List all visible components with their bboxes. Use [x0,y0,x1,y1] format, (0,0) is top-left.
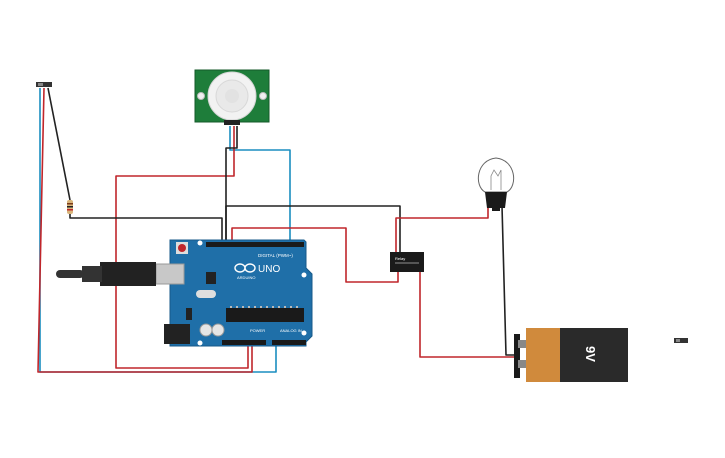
resistor[interactable] [67,200,73,214]
power-jack [164,324,190,344]
pir-pot-left[interactable] [197,92,205,100]
wire-relay-bulb[interactable] [395,206,489,252]
arduino-uno-board[interactable]: DIGITAL (PWM~) UNO ARDUINO POWER ANALOG … [155,239,313,347]
battery-9v[interactable]: 9V [514,328,628,382]
wire-relay-battery[interactable] [419,270,518,358]
arduino-brand: ARDUINO [237,275,255,280]
power-label: POWER [250,328,265,333]
analog-header [272,340,306,345]
arduino-model: UNO [258,264,280,275]
digital-label: DIGITAL (PWM~) [258,253,293,258]
wire-pir-signal[interactable] [229,126,291,242]
usb-cable[interactable] [56,262,156,286]
wire-arduino-relay-signal[interactable] [231,227,399,283]
wire-pir-gnd[interactable] [225,126,238,242]
pir-sensor[interactable] [194,69,270,125]
wire-switch-black[interactable] [47,87,71,201]
wire-resistor-black[interactable] [69,212,223,242]
digital-header [206,242,304,247]
wire-switch-red[interactable] [37,87,253,373]
wire-arduino-relay-gnd[interactable] [225,205,401,252]
light-bulb[interactable] [477,157,515,211]
relay-label: Relay [395,256,405,261]
arduino-logo [234,263,256,273]
relay[interactable]: Relay [390,252,424,272]
atmega-chip [226,308,304,322]
power-header [222,340,266,345]
pir-pot-right[interactable] [259,92,267,100]
slide-switch-left[interactable] [36,82,52,87]
slide-switch-right[interactable] [674,338,688,343]
usb-port [155,263,185,285]
battery-label: 9V [583,346,598,362]
bulb-filament [490,169,502,190]
wire-bulb-battery[interactable] [501,205,518,356]
analog-label: ANALOG IN [280,328,302,333]
wires [37,87,518,373]
